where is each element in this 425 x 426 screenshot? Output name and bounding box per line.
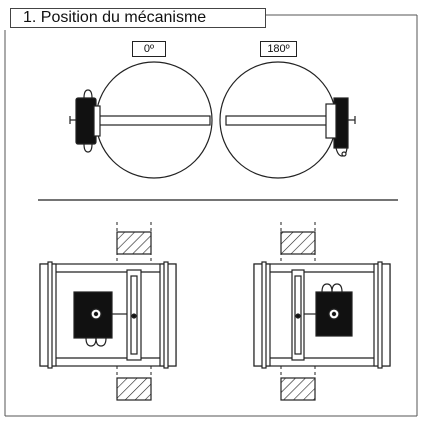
- wall-hatch-top-left: [116, 231, 152, 255]
- wall-hatch-bottom-left: [116, 377, 152, 401]
- rect-damper-0-deg: [39, 222, 177, 401]
- wall-hatch-top-right: [280, 231, 316, 255]
- round-damper-0-deg: [69, 61, 213, 179]
- actuator-block-left: [73, 291, 127, 347]
- rect-damper-180-deg: [253, 222, 391, 401]
- wall-hatch-bottom-right: [280, 377, 316, 401]
- round-damper-180-deg: [219, 61, 356, 179]
- actuator-right: [325, 97, 356, 157]
- section-title: 1. Position du mécanisme: [10, 8, 266, 28]
- actuator-left: [69, 89, 101, 153]
- panel-border: [4, 14, 418, 417]
- actuator-block-right: [304, 283, 353, 337]
- position-label-180: 180º: [260, 41, 297, 57]
- position-label-0: 0º: [132, 41, 166, 57]
